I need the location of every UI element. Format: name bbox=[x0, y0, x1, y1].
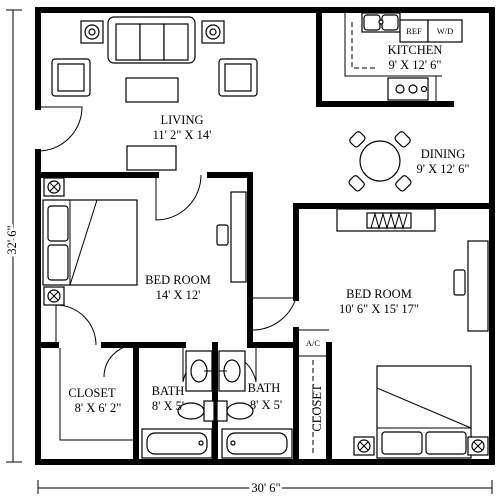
kitchen-size: 9' X 12' 6" bbox=[388, 58, 441, 72]
kitchen-counter bbox=[344, 10, 442, 101]
toilet-icon bbox=[177, 400, 215, 422]
dimension-lines bbox=[6, 9, 493, 494]
refrigerator-icon: REF bbox=[399, 19, 429, 43]
dining-label: DINING bbox=[421, 147, 465, 161]
armchair-left-icon bbox=[51, 58, 91, 97]
bath1-size: 8' X 5' bbox=[152, 399, 184, 413]
bathtub-icon bbox=[141, 428, 213, 459]
svg-text:W/D: W/D bbox=[437, 26, 454, 36]
toilet-icon bbox=[216, 400, 254, 422]
bedroom1-size: 14' X 12' bbox=[156, 288, 201, 302]
tv-console-icon bbox=[126, 145, 177, 171]
kitchen-label: KITCHEN bbox=[388, 43, 443, 57]
ac-label: A/C bbox=[306, 338, 321, 348]
nightstand-bottom-icon bbox=[43, 286, 65, 306]
dining-size: 9' X 12' 6" bbox=[416, 162, 469, 176]
width-dimension: 30' 6" bbox=[251, 481, 280, 495]
closet1-size: 8' X 6' 2" bbox=[75, 401, 122, 415]
sink-icon bbox=[361, 12, 401, 33]
bath2-size: 8' X 5' bbox=[250, 398, 282, 412]
svg-text:REF: REF bbox=[406, 26, 422, 36]
closet-shelf bbox=[59, 348, 314, 455]
bedroom2-label: BED ROOM bbox=[346, 287, 412, 301]
sofa-icon bbox=[107, 16, 196, 64]
dining-table-icon bbox=[348, 131, 412, 192]
washer-dryer-icon: W/D bbox=[427, 19, 463, 43]
bathtub-icon bbox=[221, 428, 293, 459]
stove-icon bbox=[387, 77, 429, 101]
nightstand-right-icon bbox=[467, 436, 489, 456]
lamp-table-right-icon bbox=[201, 20, 225, 44]
room-labels: LIVING 11' 2" X 14' KITCHEN 9' X 12' 6" … bbox=[68, 43, 469, 432]
bath-fixtures bbox=[185, 350, 246, 392]
bed-icon bbox=[42, 199, 138, 286]
height-dimension: 32' 6" bbox=[5, 225, 19, 254]
armchair-right-icon bbox=[218, 58, 258, 97]
bedroom1-label: BED ROOM bbox=[145, 273, 211, 287]
bath1-label: BATH bbox=[152, 384, 185, 398]
bedroom2-size: 10' 6" X 15' 17" bbox=[339, 302, 419, 316]
living-size: 11' 2" X 14' bbox=[153, 128, 212, 142]
bed-icon bbox=[376, 365, 472, 459]
lamp-table-left-icon bbox=[80, 20, 104, 44]
nightstand-top-icon bbox=[43, 177, 65, 197]
nightstand-left-icon bbox=[353, 436, 375, 456]
desk-icon bbox=[216, 191, 247, 283]
closet2-label: CLOSET bbox=[310, 384, 324, 432]
wardrobe-icon bbox=[336, 208, 436, 232]
bath2-label: BATH bbox=[248, 381, 281, 395]
living-label: LIVING bbox=[160, 113, 203, 127]
closet1-label: CLOSET bbox=[68, 386, 116, 400]
dresser-icon bbox=[453, 240, 489, 332]
coffee-table-icon bbox=[125, 77, 179, 103]
